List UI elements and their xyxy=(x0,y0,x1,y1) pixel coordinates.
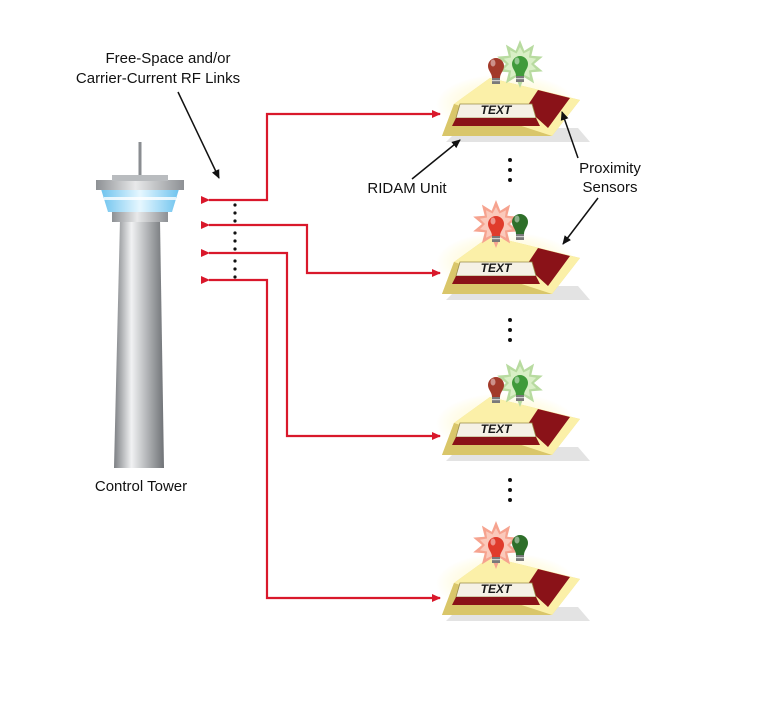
control-tower xyxy=(96,142,184,468)
ridam-unit: TEXT xyxy=(436,521,590,621)
proximity-pointer-lower xyxy=(562,197,599,245)
rf-link-2 xyxy=(201,221,441,277)
links-label-line2: Carrier-Current RF Links xyxy=(76,70,240,87)
ridam-unit-label: RIDAM Unit xyxy=(367,180,447,197)
red-bulb xyxy=(488,537,504,563)
ridam-unit: TEXT xyxy=(436,40,590,142)
ellipsis-dots xyxy=(233,158,512,502)
ridam-unit: TEXT xyxy=(436,359,590,461)
proximity-sensor xyxy=(526,90,570,128)
unit-text: TEXT xyxy=(481,582,513,596)
control-tower-label: Control Tower xyxy=(95,478,187,495)
links-label-pointer xyxy=(177,91,220,179)
tower-cab-glass xyxy=(101,189,179,212)
tower-neck xyxy=(112,210,168,222)
green-bulb xyxy=(512,535,528,561)
proximity-label-line2: Sensors xyxy=(582,179,637,196)
green-bulb xyxy=(512,375,528,401)
links-label-line1: Free-Space and/or xyxy=(105,50,230,67)
proximity-pointer-upper xyxy=(560,111,579,159)
green-bulb xyxy=(512,56,528,82)
ridam-label-pointer xyxy=(411,139,461,180)
proximity-sensor xyxy=(526,569,570,607)
tower-shaft xyxy=(114,220,164,468)
green-bulb xyxy=(512,214,528,240)
unit-text: TEXT xyxy=(481,261,513,275)
red-bulb xyxy=(488,377,504,403)
proximity-label-line1: Proximity xyxy=(579,160,641,177)
rf-link-4 xyxy=(201,276,441,602)
ridam-units: TEXT TEXT TEXT TEXT xyxy=(436,40,590,621)
proximity-sensor xyxy=(526,248,570,286)
red-bulb xyxy=(488,58,504,84)
tower-cab-roof xyxy=(96,180,184,190)
red-bulb xyxy=(488,216,504,242)
unit-text: TEXT xyxy=(481,103,513,117)
rf-link-1 xyxy=(201,110,441,204)
ridam-unit: TEXT xyxy=(436,200,590,300)
rf-links xyxy=(201,110,441,602)
unit-text: TEXT xyxy=(481,422,513,436)
proximity-sensor xyxy=(526,409,570,447)
